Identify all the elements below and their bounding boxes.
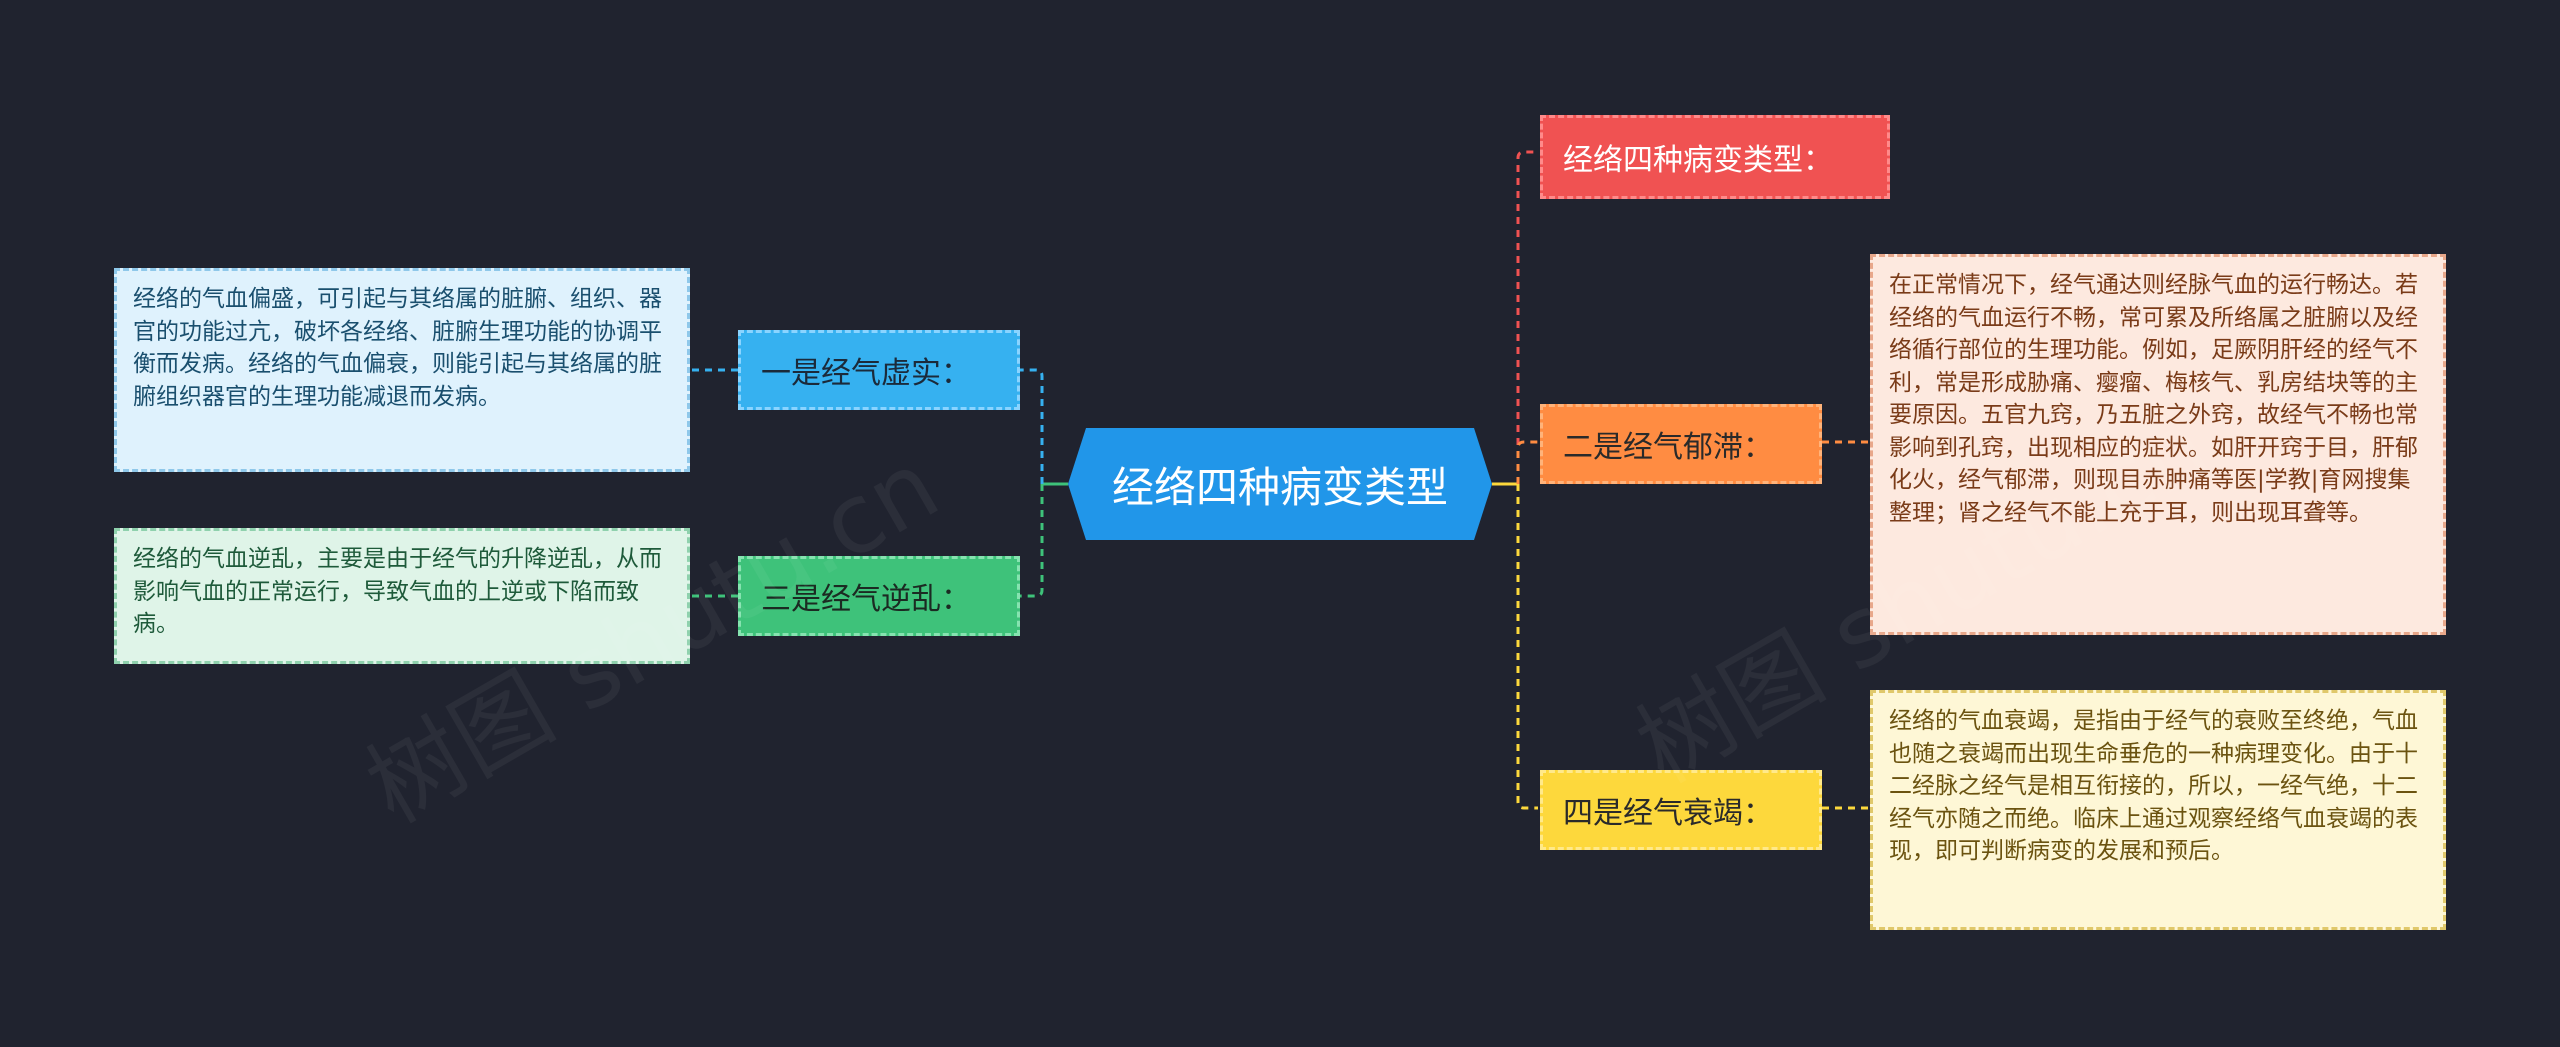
topic-branch4-label: 四是经气衰竭：: [1563, 796, 1773, 831]
connector-branch3: [1020, 484, 1044, 598]
connector-branch1: [1020, 368, 1044, 484]
topic-branch4[interactable]: 四是经气衰竭：: [1540, 770, 1822, 850]
topic-branch1-label: 一是经气虚实：: [761, 356, 971, 391]
topic-title-node[interactable]: 经络四种病变类型：: [1540, 115, 1890, 199]
topic-branch2[interactable]: 二是经气郁滞：: [1540, 404, 1822, 484]
detail-branch2-text: 在正常情况下，经气通达则经脉气血的运行畅达。若经络的气血运行不畅，常可累及所络属…: [1889, 272, 2418, 526]
connector-branch2: [1516, 440, 1538, 484]
detail-branch1-text: 经络的气血偏盛，可引起与其络属的脏腑、组织、器官的功能过亢，破坏各经络、脏腑生理…: [133, 286, 662, 410]
connector-title-node: [1516, 150, 1538, 484]
root-topic[interactable]: 经络四种病变类型: [1068, 428, 1492, 540]
detail-branch3: 经络的气血逆乱，主要是由于经气的升降逆乱，从而影响气血的正常运行，导致气血的上逆…: [114, 528, 690, 664]
detail-branch4-text: 经络的气血衰竭，是指由于经气的衰败至终绝，气血也随之衰竭而出现生命垂危的一种病理…: [1889, 708, 2418, 864]
detail-branch2: 在正常情况下，经气通达则经脉气血的运行畅达。若经络的气血运行不畅，常可累及所络属…: [1870, 254, 2446, 635]
topic-title-node-label: 经络四种病变类型：: [1563, 143, 1833, 178]
connector-branch4: [1516, 484, 1538, 810]
root-topic-label: 经络四种病变类型: [1111, 462, 1448, 512]
topic-branch1[interactable]: 一是经气虚实：: [738, 330, 1020, 410]
detail-branch1: 经络的气血偏盛，可引起与其络属的脏腑、组织、器官的功能过亢，破坏各经络、脏腑生理…: [114, 268, 690, 472]
topic-branch2-label: 二是经气郁滞：: [1563, 430, 1773, 465]
detail-branch3-text: 经络的气血逆乱，主要是由于经气的升降逆乱，从而影响气血的正常运行，导致气血的上逆…: [133, 546, 662, 637]
topic-branch3[interactable]: 三是经气逆乱：: [738, 556, 1020, 636]
detail-branch4: 经络的气血衰竭，是指由于经气的衰败至终绝，气血也随之衰竭而出现生命垂危的一种病理…: [1870, 690, 2446, 930]
topic-branch3-label: 三是经气逆乱：: [761, 582, 971, 617]
